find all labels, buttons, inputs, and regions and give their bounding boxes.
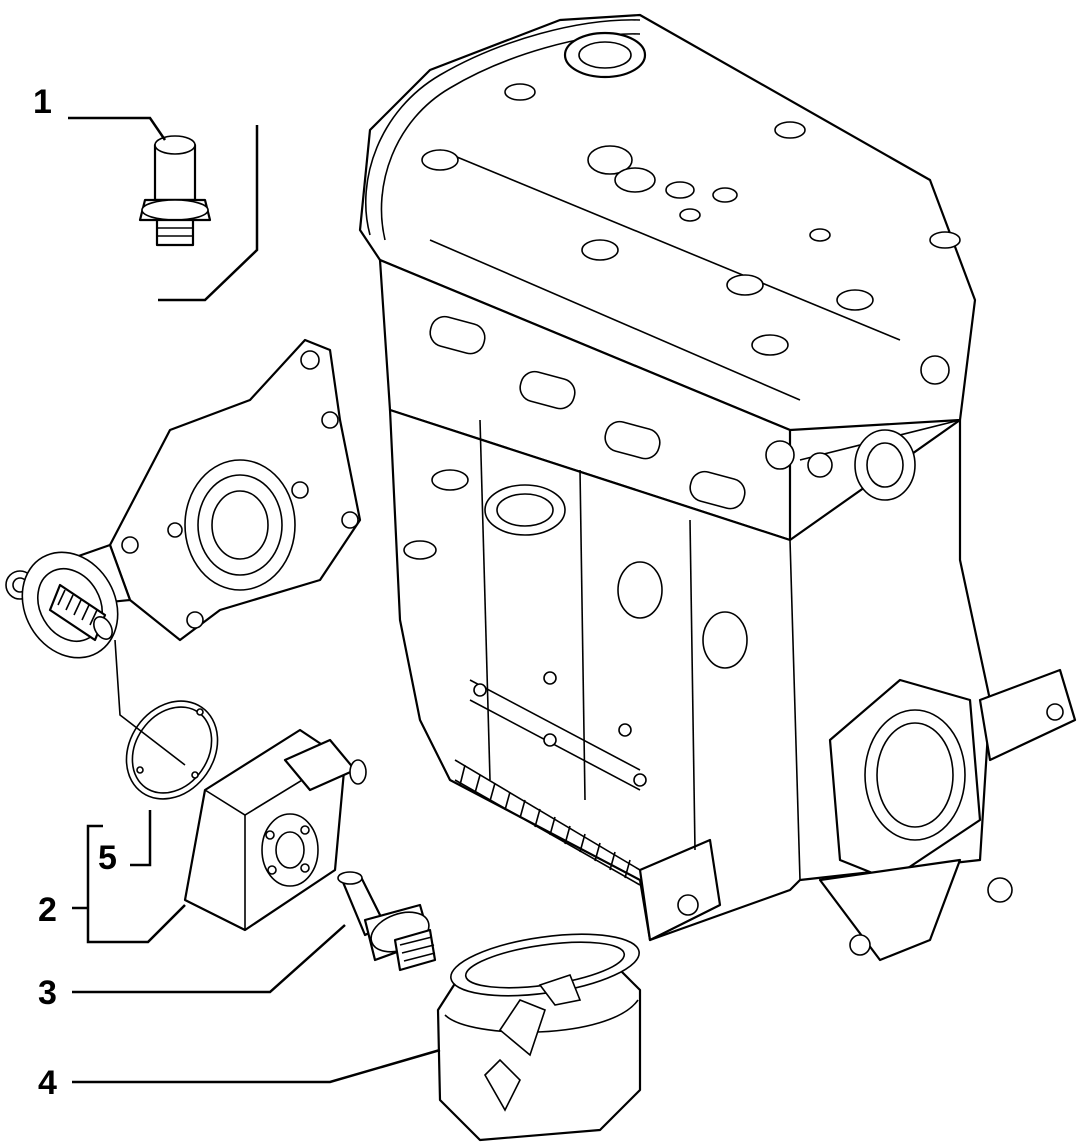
part-2-oil-cooler: [183, 728, 367, 932]
block-bosses: [403, 355, 950, 669]
engine-block: [358, 13, 1077, 962]
callout-2: 2: [38, 891, 57, 929]
rear-main-seal-housing: [828, 678, 982, 882]
leader-5: [130, 810, 152, 867]
sump-gasket-flange: [469, 671, 647, 791]
timing-belt-teeth: [454, 759, 641, 886]
part-4-oil-filter: [436, 933, 642, 1142]
oil-cooler-union-bolt: [21, 551, 119, 659]
oil-pump-housing: [5, 338, 362, 642]
part-5-o-ring: [125, 700, 219, 800]
callout-3: 3: [38, 974, 57, 1012]
spark-plug-wells: [421, 83, 961, 356]
bracket-2: [86, 824, 186, 944]
callout-5: 5: [98, 839, 117, 877]
leader-4: [72, 1048, 441, 1084]
intake-ports: [429, 315, 746, 510]
leader-1: [68, 116, 167, 141]
leader-3: [72, 924, 346, 994]
callout-4: 4: [38, 1064, 57, 1102]
leader-union: [114, 639, 186, 766]
part-3-union-bolt: [337, 871, 437, 972]
part-1-oil-pressure-switch: [138, 135, 212, 247]
bracket-1: [158, 125, 259, 302]
callout-1: 1: [33, 83, 52, 121]
